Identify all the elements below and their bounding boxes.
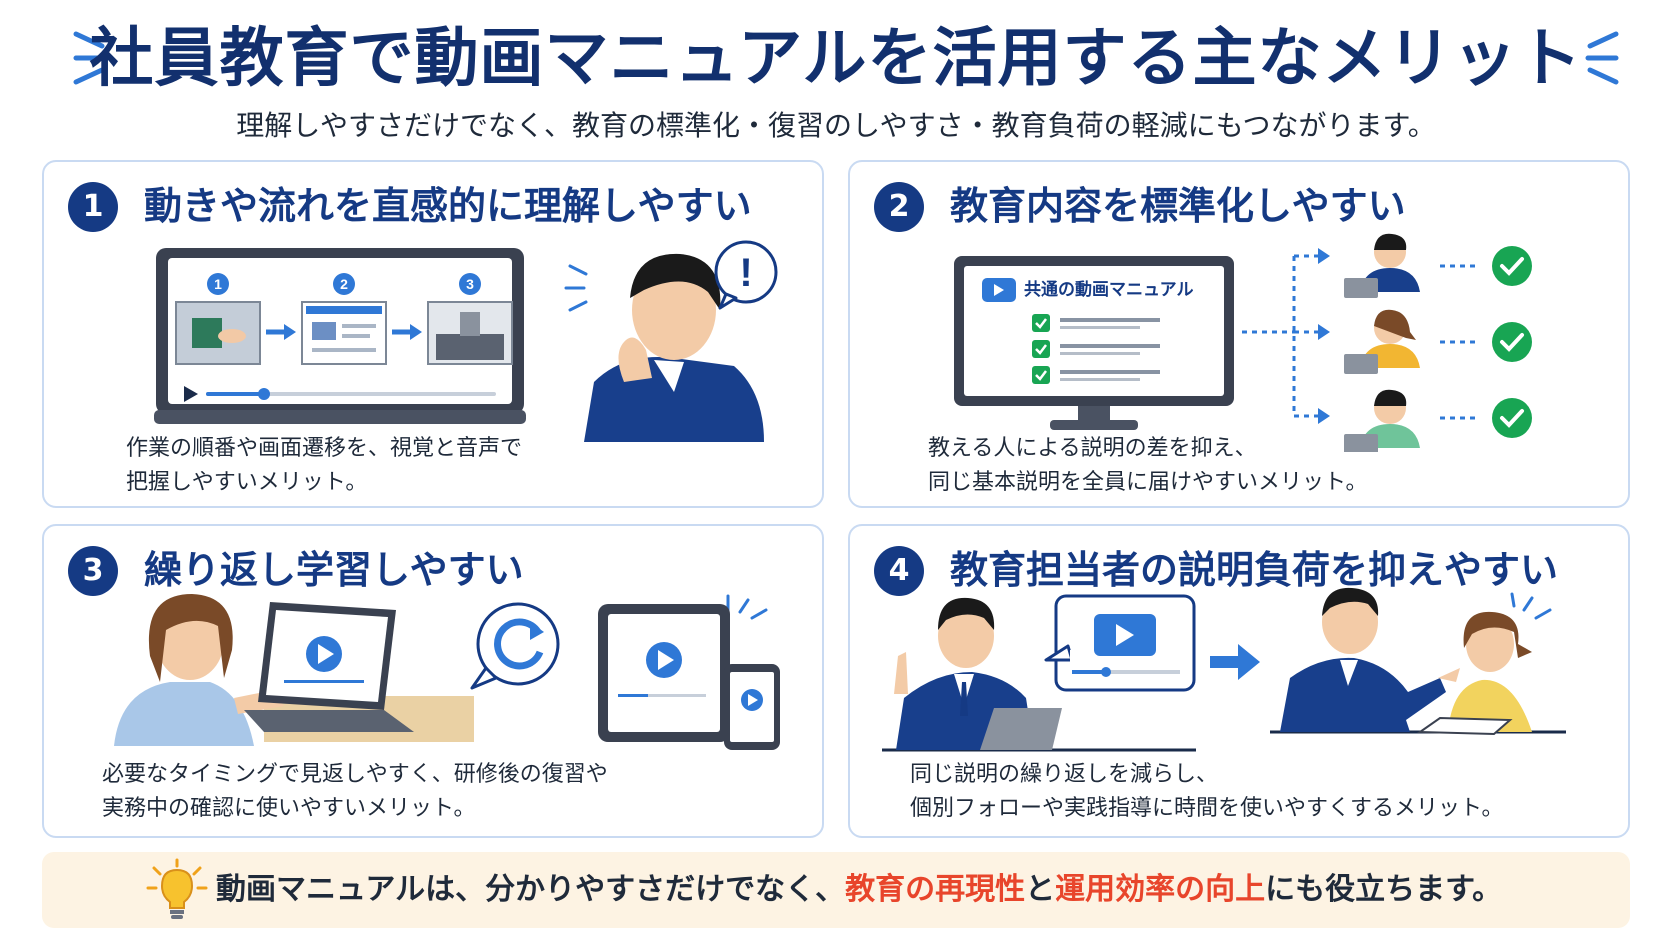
summary-text-part: と (1025, 872, 1056, 907)
card-number-badge: 4 (874, 546, 924, 596)
checklist (1032, 314, 1160, 384)
shared-manual-monitor: 共通の動画マニュアル (954, 256, 1234, 434)
summary-banner: 動画マニュアルは、分かりやすさだけでなく、教育の再現性と運用効率の向上にも役立ち… (42, 852, 1630, 928)
desc-line-1: 同じ説明の繰り返しを減らし、 (910, 762, 1219, 787)
desc-line-2: 個別フォローや実践指導に時間を使いやすくするメリット。 (910, 796, 1504, 821)
arrow-right-icon (1210, 644, 1260, 680)
card-description: 教える人による説明の差を抑え、 同じ基本説明を全員に届けやすいメリット。 (928, 432, 1368, 500)
card-number-badge: 1 (68, 182, 118, 232)
laptop-steps-illustration: 1 2 3 (154, 248, 526, 424)
check-icon (1492, 322, 1532, 362)
desc-line-1: 作業の順番や画面遷移を、視覚と音声で (126, 436, 523, 461)
lightbulb-icon (146, 858, 208, 919)
smartphone (724, 664, 780, 750)
step-label-3: 3 (466, 276, 474, 292)
card-title: 教育担当者の説明負荷を抑えやすい (950, 548, 1559, 592)
card-title: 動きや流れを直感的に理解しやすい (144, 184, 752, 228)
step-1: 1 (175, 273, 261, 365)
check-icon (1492, 398, 1532, 438)
thinking-man-illustration: ! (564, 240, 778, 442)
arrow-right-icon (1318, 408, 1330, 424)
step-label-1: 1 (214, 276, 222, 292)
check-icon (1492, 246, 1532, 286)
desc-line-2: 同じ基本説明を全員に届けやすいメリット。 (928, 470, 1368, 495)
card-standardization: 2 教育内容を標準化しやすい 共通の動画マニュアル (848, 160, 1630, 508)
card-intuitive-understanding: 1 動きや流れを直感的に理解しやすい 1 2 3 (42, 160, 824, 508)
step-2: 2 (301, 273, 387, 365)
trainer-coaching-illustration (1270, 587, 1566, 736)
summary-text-part: にも役立ちます。 (1265, 872, 1503, 907)
step-3: 3 (427, 273, 513, 365)
card-repeat-learning: 3 繰り返し学習しやすい (42, 524, 824, 838)
tablet-phone-illustration (598, 594, 780, 750)
card-description: 作業の順番や画面遷移を、視覚と音声で 把握しやすいメリット。 (126, 432, 522, 500)
desc-line-2: 把握しやすいメリット。 (126, 470, 368, 495)
arrow-right-icon (1318, 324, 1330, 340)
desc-line-1: 教える人による説明の差を抑え、 (928, 436, 1257, 461)
tablet (598, 604, 730, 742)
title-spark-left-icon (73, 31, 107, 85)
learner-2 (1344, 309, 1420, 374)
monitor-label: 共通の動画マニュアル (1024, 280, 1194, 300)
exclamation-bubble-icon: ! (714, 240, 778, 310)
card-title: 教育内容を標準化しやすい (950, 184, 1406, 228)
card-description: 必要なタイミングで見返しやすく、研修後の復習や 実務中の確認に使いやすいメリット… (102, 758, 608, 826)
learner-1 (1344, 233, 1420, 298)
trainer-video-illustration (882, 594, 1196, 752)
card-number-badge: 3 (68, 546, 118, 596)
video-bubble (1044, 594, 1196, 692)
summary-highlight-reproducibility: 教育の再現性 (845, 872, 1026, 907)
summary-text-part: 動画マニュアルは、分かりやすさだけでなく、 (216, 872, 846, 907)
play-icon (184, 386, 198, 402)
summary-highlight-efficiency: 運用効率の向上 (1055, 872, 1266, 907)
page-title: 社員教育で動画マニュアルを活用する主なメリット (89, 22, 1583, 96)
exclamation-mark: ! (739, 251, 752, 295)
laptop (244, 602, 414, 732)
summary-text: 動画マニュアルは、分かりやすさだけでなく、教育の再現性と運用効率の向上にも役立ち… (216, 870, 1502, 910)
card-number-badge: 2 (874, 182, 924, 232)
card-reduce-trainer-load: 4 教育担当者の説明負荷を抑えやすい (848, 524, 1630, 838)
refresh-icon (470, 602, 560, 690)
learner-3 (1344, 389, 1420, 452)
desc-line-1: 必要なタイミングで見返しやすく、研修後の復習や (102, 762, 608, 787)
page-subtitle: 理解しやすさだけでなく、教育の標準化・復習のしやすさ・教育負荷の軽減にもつながり… (236, 109, 1436, 142)
distribution-diagram (1242, 233, 1532, 452)
card-title: 繰り返し学習しやすい (144, 548, 524, 592)
card-description: 同じ説明の繰り返しを減らし、 個別フォローや実践指導に時間を使いやすくするメリッ… (910, 758, 1504, 826)
title-spark-right-icon (1585, 31, 1619, 85)
title-area: 社員教育で動画マニュアルを活用する主なメリット (0, 14, 1672, 104)
woman-laptop-illustration (114, 594, 474, 746)
desc-line-2: 実務中の確認に使いやすいメリット。 (102, 796, 476, 821)
arrow-right-icon (1318, 248, 1330, 264)
step-label-2: 2 (340, 276, 348, 292)
